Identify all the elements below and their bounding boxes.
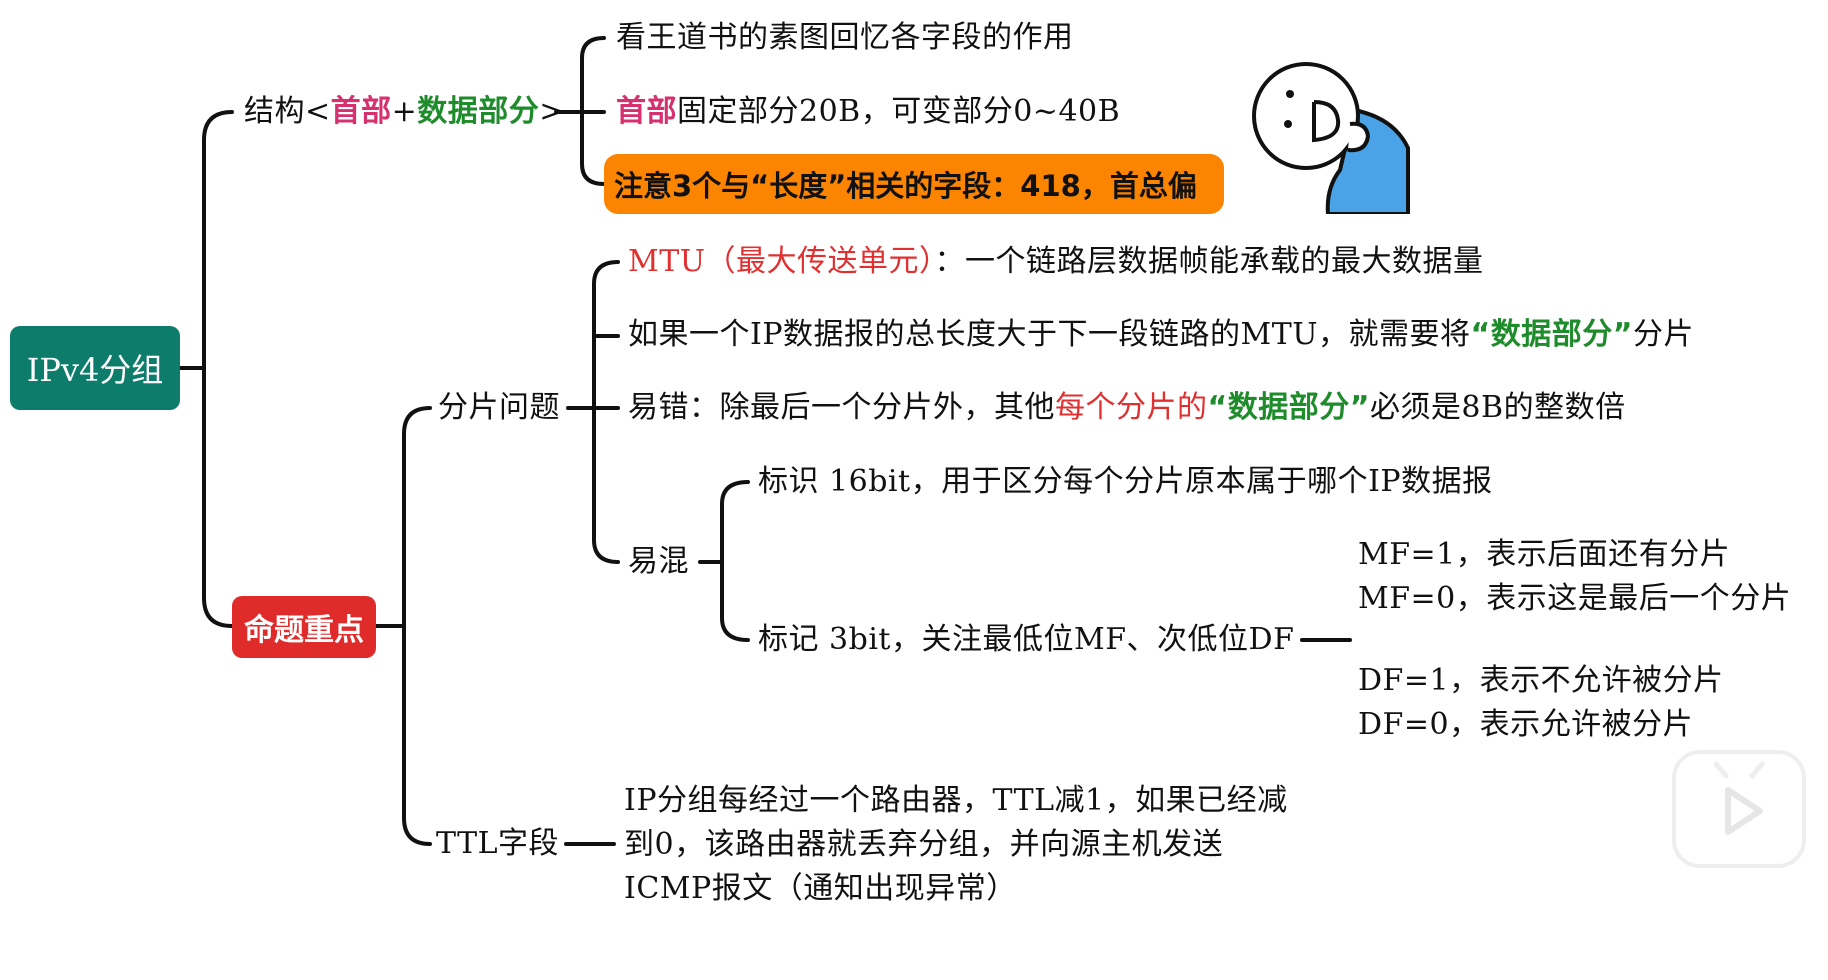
- structure-node[interactable]: 结构<首部+数据部分>: [244, 94, 565, 129]
- key-points-node[interactable]: 命题重点: [232, 596, 376, 658]
- confusion-node[interactable]: 易混: [628, 544, 689, 579]
- video-player-button[interactable]: [1672, 750, 1806, 868]
- root-label: IPv4分组: [26, 351, 164, 389]
- ttl-line-2: 到0，该路由器就丢弃分组，并向源主机发送: [624, 827, 1224, 862]
- df-one: DF=1，表示不允许被分片: [1358, 663, 1724, 698]
- mtu-definition: MTU（最大传送单元）：一个链路层数据帧能承载的最大数据量: [628, 244, 1484, 279]
- fragmentation-rule: 如果一个IP数据报的总长度大于下一段链路的MTU，就需要将“数据部分”分片: [628, 317, 1694, 352]
- length-fields-warning: 注意3个与“长度”相关的字段：418，首总偏: [604, 154, 1224, 214]
- ttl-line-1: IP分组每经过一个路由器，TTL减1，如果已经减: [624, 783, 1288, 818]
- root-node[interactable]: IPv4分组: [10, 326, 180, 410]
- df-zero: DF=0，表示允许被分片: [1358, 707, 1694, 742]
- ttl-node[interactable]: TTL字段: [436, 826, 559, 861]
- flags-field: 标记 3bit，关注最低位MF、次低位DF: [758, 622, 1295, 657]
- mf-one: MF=1，表示后面还有分片: [1358, 537, 1731, 572]
- peeking-doodle-icon: [1252, 62, 1410, 214]
- common-mistake: 易错：除最后一个分片外，其他每个分片的“数据部分”必须是8B的整数倍: [628, 390, 1626, 425]
- fragmentation-node[interactable]: 分片问题: [438, 390, 560, 425]
- header-size-note: 首部固定部分20B，可变部分0~40B: [616, 94, 1121, 129]
- review-note: 看王道书的素图回忆各字段的作用: [616, 20, 1074, 55]
- play-icon: [1713, 761, 1765, 835]
- identification-field: 标识 16bit，用于区分每个分片原本属于哪个IP数据报: [758, 464, 1493, 499]
- ttl-line-3: ICMP报文（通知出现异常）: [624, 871, 1017, 906]
- mf-zero: MF=0，表示这是最后一个分片: [1358, 581, 1792, 616]
